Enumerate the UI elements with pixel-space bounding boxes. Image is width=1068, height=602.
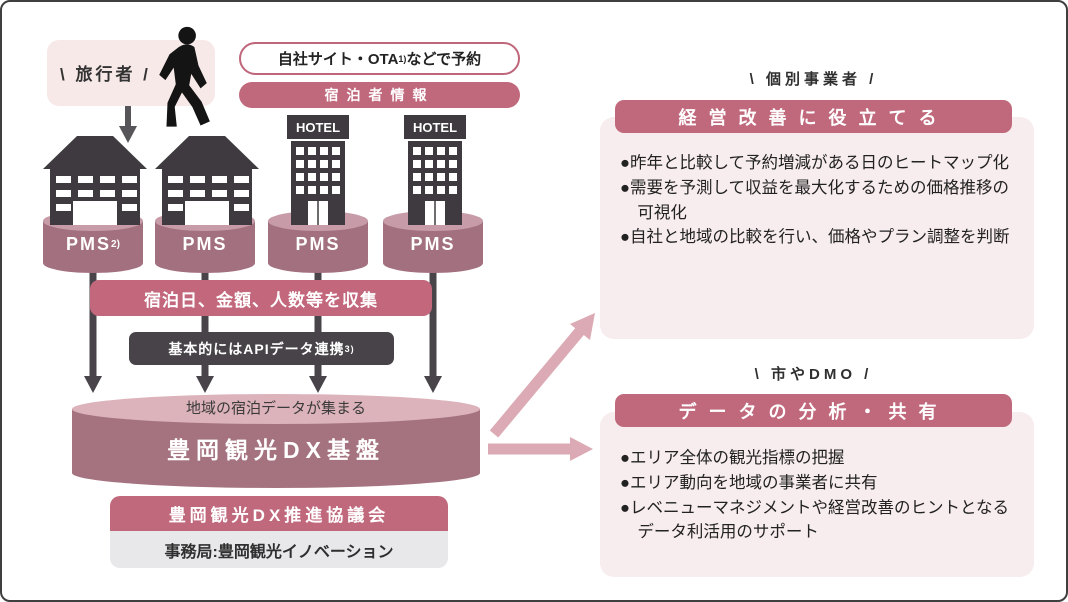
list-item: ●エリア動向を地域の事業者に共有 (620, 473, 878, 492)
hotel-sign-text: HOTEL (413, 120, 457, 135)
business-benefits-list: ●昨年と比較して予約増減がある日のヒートマップ化 ●需要を予測して収益を最大化す… (620, 151, 1018, 250)
pms-text: PMS (410, 233, 456, 254)
collect-banner: 宿泊日、金額、人数等を収集 (90, 280, 432, 316)
council-secretariat: 事務局:豊岡観光イノベーション (110, 531, 448, 568)
dx-platform-top-label: 地域の宿泊データが集まる (185, 400, 366, 417)
footnote-1: 1) (398, 53, 407, 64)
pms-label-3: PMS (268, 229, 368, 259)
council-header: 豊岡観光DX推進協議会 (110, 496, 448, 531)
reservation-text-pre: 自社サイト・OTA (277, 51, 399, 68)
reservation-text-post: などで予約 (406, 51, 482, 68)
footnote-3: 3) (344, 343, 355, 354)
pms-text: PMS (66, 233, 112, 254)
to-dmo-arrow (488, 437, 593, 461)
pms-label-2: PMS (155, 229, 255, 259)
dmo-panel: ●エリア全体の観光指標の把握 ●エリア動向を地域の事業者に共有 ●レベニューマネ… (600, 412, 1034, 577)
audience-label-business: \ 個別事業者 / (749, 71, 878, 88)
to-business-arrow (489, 313, 595, 438)
dmo-header: データの分析・共有 (615, 394, 1012, 427)
pms-text: PMS (182, 233, 228, 254)
ryokan-building-1 (43, 136, 147, 225)
dx-platform-database (72, 394, 480, 488)
pms-down-arrows (84, 260, 442, 393)
list-item: ●需要を予測して収益を最大化するための価格推移の可視化 (620, 178, 1009, 222)
api-text: 基本的にはAPIデータ連携 (168, 340, 345, 357)
list-item: ●エリア全体の観光指標の把握 (620, 449, 845, 467)
business-panel: ●昨年と比較して予約増減がある日のヒートマップ化 ●需要を予測して収益を最大化す… (600, 117, 1034, 339)
hotel-sign-text: HOTEL (296, 120, 340, 135)
traveler-label: \ 旅行者 / (60, 65, 151, 84)
council-box: 豊岡観光DX推進協議会 事務局:豊岡観光イノベーション (110, 496, 448, 568)
business-header: 経営改善に役立てる (615, 100, 1012, 133)
pms-label-4: PMS (383, 229, 483, 259)
traveler-down-arrow (119, 106, 137, 143)
list-item: ●昨年と比較して予約増減がある日のヒートマップ化 (620, 154, 1009, 172)
pms-text: PMS (295, 233, 341, 254)
hotel-building-1: HOTEL (287, 115, 349, 225)
dx-platform-title: 豊岡観光DX基盤 (167, 437, 385, 463)
hotel-building-2: HOTEL (404, 115, 466, 225)
guest-info-banner: 宿泊者情報 (239, 82, 520, 108)
ryokan-building-2 (155, 136, 259, 225)
walking-person-icon (159, 26, 210, 127)
dmo-benefits-list: ●エリア全体の観光指標の把握 ●エリア動向を地域の事業者に共有 ●レベニューマネ… (620, 446, 1018, 545)
list-item: ●レベニューマネジメントや経営改善のヒントとなるデータ利活用のサポート (620, 498, 1009, 542)
audience-label-dmo: \ 市やDMO / (754, 366, 873, 383)
footnote-2: 2) (111, 238, 120, 250)
list-item: ●自社と地域の比較を行い、価格やプラン調整を判断 (620, 228, 1010, 247)
